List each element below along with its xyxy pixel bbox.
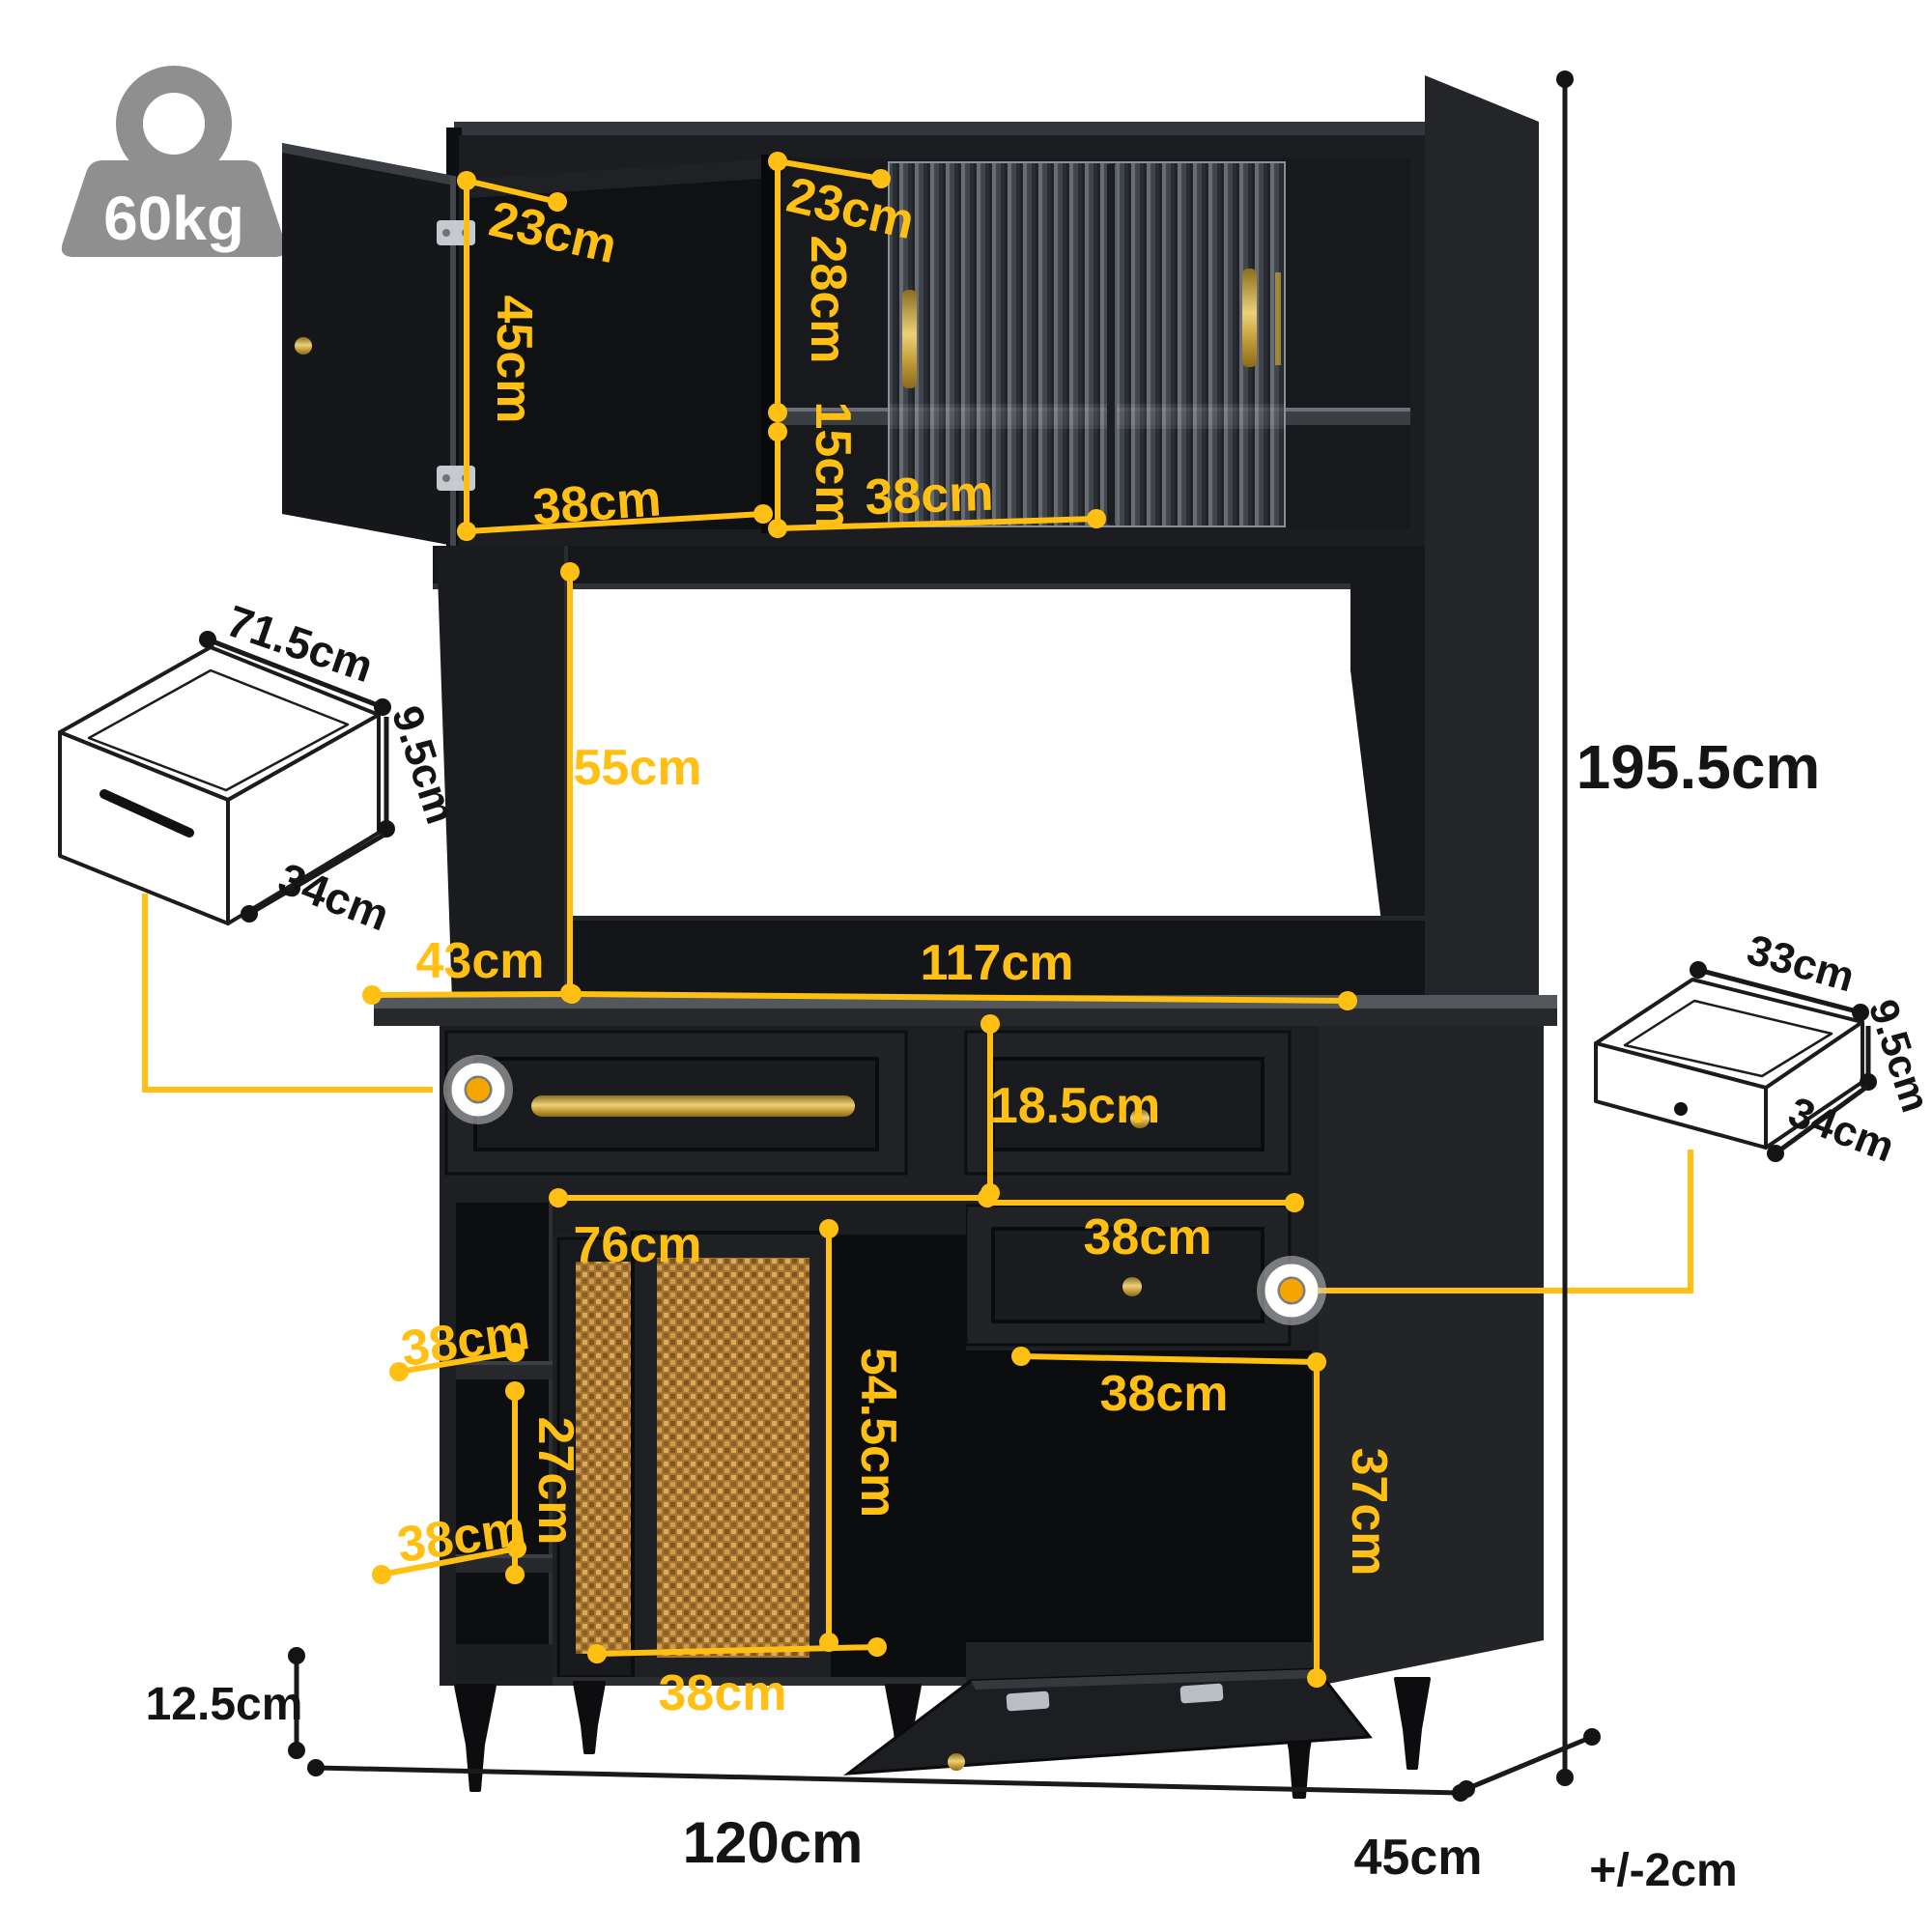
hutch-side-panel bbox=[1425, 75, 1539, 1003]
small-drawer-bottom bbox=[964, 1204, 1292, 1347]
hutch-open-door bbox=[282, 143, 475, 546]
hutch-top-edge bbox=[454, 122, 1430, 139]
dim-bottom-door-width: 38cm bbox=[659, 1665, 787, 1721]
door-hinge bbox=[1006, 1683, 1224, 1712]
rattan-sliding-doors bbox=[553, 1203, 966, 1686]
dim-hutch-right-width: 38cm bbox=[864, 466, 994, 526]
door-knob bbox=[295, 337, 312, 355]
small-drawer-top bbox=[964, 1030, 1292, 1176]
dim-hutch-left-width: 38cm bbox=[530, 470, 663, 535]
weight-capacity-icon: 60kg bbox=[61, 66, 287, 257]
wide-drawer-handle bbox=[531, 1095, 855, 1117]
glass-door-handle-left bbox=[902, 290, 917, 388]
drawer-callout-left bbox=[142, 894, 513, 1124]
drawer-handle-slot bbox=[99, 789, 194, 838]
hutch-cabinet bbox=[282, 75, 1539, 1003]
dim-left-shelf-height: 27cm bbox=[527, 1417, 583, 1546]
rattan-door-front bbox=[631, 1231, 835, 1683]
drawer-dimensions-diagram-right bbox=[1594, 961, 1877, 1162]
dim-sliding-door-height: 54.5cm bbox=[850, 1348, 906, 1518]
dim-diagram-right-width: 33cm bbox=[1742, 925, 1860, 1001]
base-side-panel bbox=[1319, 1026, 1544, 1686]
dim-overall-width: 120cm bbox=[683, 1810, 864, 1875]
dim-hutch-right-gap: 15cm bbox=[805, 402, 861, 530]
dim-overall-height: 195.5cm bbox=[1577, 732, 1821, 802]
dimension-lines-yellow bbox=[362, 152, 1357, 1688]
dim-slide-width: 76cm bbox=[574, 1217, 702, 1273]
dim-open-compartment-height: 37cm bbox=[1341, 1448, 1397, 1577]
dim-leg-height: 12.5cm bbox=[146, 1679, 303, 1730]
glass-door-handle-right bbox=[1242, 269, 1257, 367]
glass-sliding-doors bbox=[888, 161, 1286, 527]
drawer-handle-dot bbox=[1674, 1102, 1688, 1116]
dim-hutch-right-upper: 28cm bbox=[800, 236, 856, 364]
drop-down-door bbox=[843, 1667, 1373, 1776]
drawer-callout-right bbox=[1257, 1150, 1693, 1325]
drop-door-knob bbox=[948, 1753, 965, 1771]
dim-overall-depth: 45cm bbox=[1354, 1830, 1483, 1886]
hutch-left-compartment bbox=[470, 179, 761, 529]
dim-drawer-height: 18.5cm bbox=[990, 1078, 1160, 1134]
wide-drawer bbox=[444, 1030, 908, 1176]
dim-tolerance: +/-2cm bbox=[1589, 1845, 1737, 1896]
dim-open-compartment-width: 38cm bbox=[1100, 1366, 1229, 1422]
middle-left-support bbox=[437, 546, 568, 1001]
drawer-knob bbox=[1130, 1109, 1150, 1128]
dimension-lines-black bbox=[288, 71, 1601, 1802]
dim-middle-height: 55cm bbox=[574, 740, 702, 796]
dim-middle-depth: 43cm bbox=[416, 933, 545, 989]
weight-capacity-label: 60kg bbox=[103, 184, 244, 253]
middle-right-support bbox=[1350, 546, 1425, 1001]
dim-middle-width: 117cm bbox=[920, 935, 1073, 991]
dim-diagram-right-depth: 34cm bbox=[1782, 1088, 1901, 1171]
dim-hutch-left-height: 45cm bbox=[486, 296, 542, 424]
dim-diagram-right-height: 9.5cm bbox=[1861, 994, 1932, 1118]
drawer-knob bbox=[1122, 1277, 1142, 1296]
drawer-dimensions-diagram-left bbox=[58, 631, 395, 925]
base-cabinet bbox=[374, 995, 1557, 1686]
dim-right-drawer-width: 38cm bbox=[1084, 1209, 1212, 1265]
